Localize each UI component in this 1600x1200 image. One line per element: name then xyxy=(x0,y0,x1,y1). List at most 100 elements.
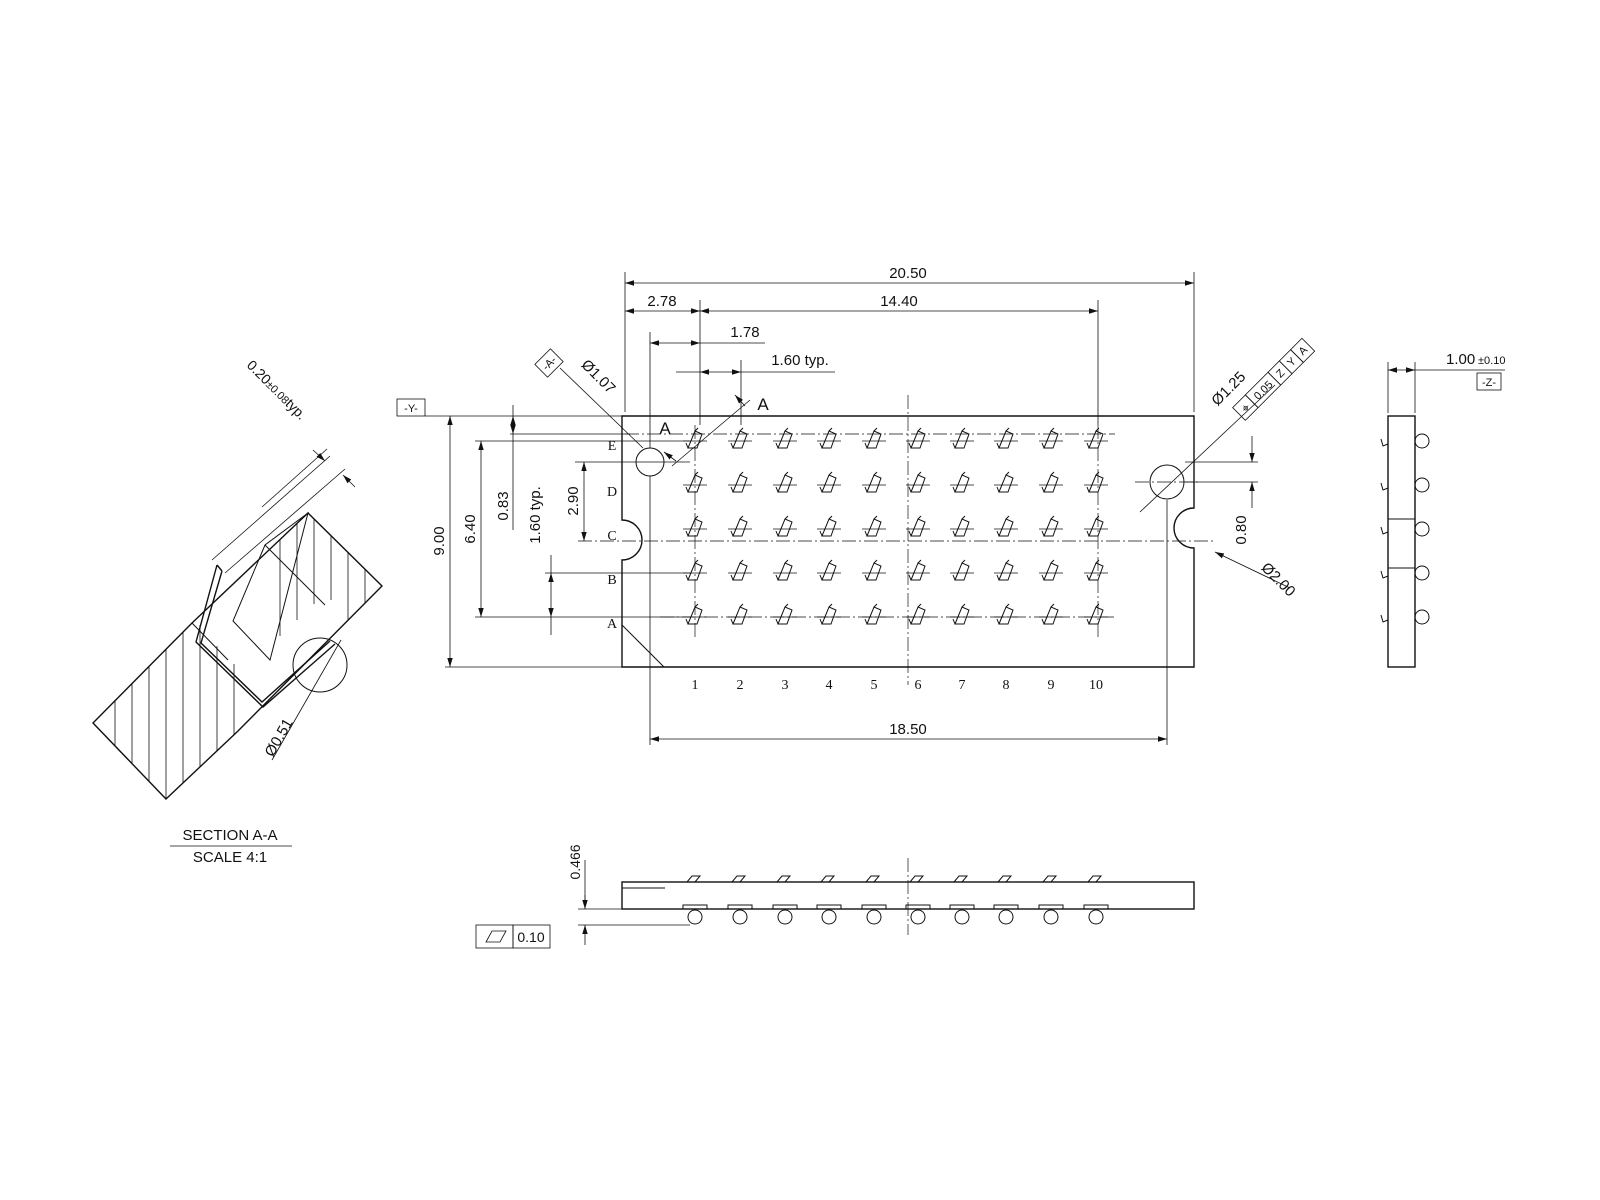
pin-contact xyxy=(950,603,974,625)
side-ball xyxy=(1414,565,1430,581)
pin-contact xyxy=(862,471,886,493)
pin-contact xyxy=(1039,515,1063,537)
front-ball xyxy=(777,909,793,925)
front-ball xyxy=(687,909,703,925)
datum-ref-box-3 xyxy=(1290,337,1316,363)
side-view: 1.00 ±0.10 -Z- xyxy=(1380,351,1505,668)
side-thickness-tolerance: ±0.10 xyxy=(1478,355,1505,367)
flatness-value: 0.10 xyxy=(517,929,544,945)
position-datum-2: Y xyxy=(1285,355,1299,369)
pin-contact xyxy=(728,559,752,581)
column-label: 4 xyxy=(826,678,833,693)
flatness-value-box xyxy=(512,924,551,949)
front-ball xyxy=(732,909,748,925)
pin-contact xyxy=(728,515,752,537)
pin-contact xyxy=(773,603,797,625)
pin-contact xyxy=(773,559,797,581)
pin-contact xyxy=(773,515,797,537)
front-pin xyxy=(1083,875,1109,925)
column-label: 3 xyxy=(782,678,789,693)
side-pin xyxy=(1380,614,1389,623)
front-pin xyxy=(727,875,753,925)
dim-overall-width: 20.50 xyxy=(889,265,927,282)
pin-contact xyxy=(817,559,841,581)
side-ball xyxy=(1414,433,1430,449)
front-pin xyxy=(1038,875,1064,925)
dim-notch-dia: Ø2.00 xyxy=(1258,559,1299,600)
pin-contact xyxy=(1084,515,1108,537)
datum-y-label: -Y- xyxy=(404,403,418,415)
pin-contact xyxy=(906,603,930,625)
side-pin xyxy=(1380,482,1389,491)
front-ball xyxy=(1043,909,1059,925)
pin-contact xyxy=(817,471,841,493)
section-view: 0.20±0.08typ. Ø0.51 SECTION A-A SCALE 4:… xyxy=(92,357,383,866)
side-ball xyxy=(1414,521,1430,537)
pin-contact xyxy=(862,515,886,537)
side-thickness: 1.00 xyxy=(1446,351,1475,368)
position-value: 0.05 xyxy=(1252,379,1276,403)
column-label: 2 xyxy=(737,678,744,693)
column-label: 9 xyxy=(1048,678,1055,693)
datum-y-box xyxy=(396,398,426,417)
datum-a-box xyxy=(534,348,564,378)
pin-contact xyxy=(1084,559,1108,581)
pin-contact xyxy=(906,559,930,581)
pin-contact xyxy=(1039,559,1063,581)
dim-bottom-width: 18.50 xyxy=(889,721,927,738)
pin-contact xyxy=(862,603,886,625)
position-datum-1: Z xyxy=(1274,367,1287,380)
datum-z-box xyxy=(1476,372,1502,391)
section-scale: SCALE 4:1 xyxy=(193,849,267,866)
pin-contact xyxy=(906,427,930,449)
corner-chamfer xyxy=(621,624,665,668)
front-pin xyxy=(905,875,931,925)
pin-contact xyxy=(817,427,841,449)
pin-contact xyxy=(950,559,974,581)
pin-contact xyxy=(683,515,707,537)
side-ball xyxy=(1414,609,1430,625)
pin-contact xyxy=(683,471,707,493)
pin-contact xyxy=(950,515,974,537)
section-title: SECTION A-A xyxy=(182,827,277,844)
pin-contact xyxy=(994,603,1018,625)
position-symbol: ⌖ xyxy=(1238,400,1254,416)
section-pin xyxy=(195,564,336,708)
pin-contact xyxy=(1039,471,1063,493)
front-pin xyxy=(949,875,975,925)
row-label-e: E xyxy=(608,439,617,454)
dim-pitch-x: 1.60 typ. xyxy=(771,352,829,369)
row-label-a: A xyxy=(607,617,618,632)
pin-contact xyxy=(862,427,886,449)
front-pin xyxy=(682,875,708,925)
dim-row-offset: 1.78 xyxy=(730,324,759,341)
pin-contact xyxy=(1084,471,1108,493)
pin-contact xyxy=(994,559,1018,581)
dim-hole-offset: 0.83 xyxy=(495,491,512,520)
pin-contact xyxy=(950,471,974,493)
front-ball-height: 0.466 xyxy=(567,844,583,879)
datum-z-label: -Z- xyxy=(1482,377,1496,389)
pin-contact xyxy=(773,471,797,493)
dim-center-offset: 2.90 xyxy=(565,486,582,515)
flatness-symbol-box xyxy=(475,924,514,949)
front-pin xyxy=(772,875,798,925)
pin-grid xyxy=(683,427,1108,625)
pin-contact xyxy=(728,471,752,493)
pin-contact xyxy=(862,559,886,581)
section-body xyxy=(92,512,383,800)
column-label: 6 xyxy=(915,678,922,693)
pin-contact xyxy=(1039,427,1063,449)
section-hatching xyxy=(114,519,366,799)
section-ball xyxy=(292,637,348,693)
datum-a-label: -A- xyxy=(540,354,559,373)
dim-pin-rows-span: 6.40 xyxy=(462,514,479,543)
section-ball-dia: Ø0.51 xyxy=(262,716,297,760)
row-label-c: C xyxy=(607,529,616,544)
side-ball xyxy=(1414,477,1430,493)
column-label: 5 xyxy=(871,678,878,693)
pin-contact xyxy=(817,603,841,625)
column-label: 1 xyxy=(692,678,699,693)
